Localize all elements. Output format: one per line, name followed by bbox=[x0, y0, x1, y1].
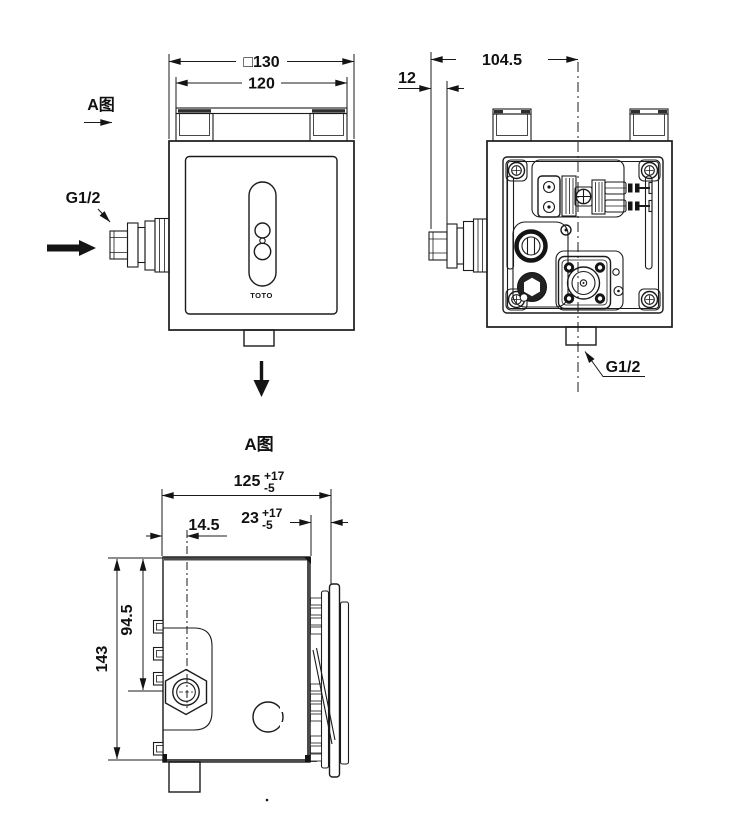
back-internals bbox=[505, 62, 661, 394]
sensor-led-dot bbox=[259, 237, 266, 244]
brand-logo: TOTO bbox=[250, 291, 273, 300]
side-wall-plates bbox=[310, 583, 350, 778]
side-outlet-tab bbox=[168, 761, 201, 793]
side-view-title: A图 bbox=[244, 435, 273, 454]
back-view: 104.5 12 bbox=[398, 52, 673, 394]
corner-screws bbox=[505, 159, 661, 311]
dim-outer-width-label: □130 bbox=[243, 54, 279, 71]
front-view: □130 120 A图 G1/2 bbox=[47, 54, 355, 397]
front-inlet-leader bbox=[97, 208, 111, 223]
front-flow-down-arrow bbox=[253, 361, 270, 397]
back-outlet-leader: G1/2 bbox=[584, 351, 645, 377]
lever-line-2 bbox=[315, 647, 336, 741]
adjust-screw bbox=[575, 188, 592, 205]
mount-screw-stacks bbox=[310, 597, 322, 762]
left-rail bbox=[506, 175, 515, 270]
front-sensor-capsule bbox=[248, 181, 277, 287]
dim-inlet-offset-label: 14.5 bbox=[188, 517, 219, 534]
dim-plate-label: 23 bbox=[241, 510, 259, 527]
back-inlet-fitting bbox=[428, 218, 488, 273]
side-inlet-hex bbox=[164, 668, 208, 716]
back-outlet-label: G1/2 bbox=[606, 359, 641, 376]
view-a-label: A图 bbox=[87, 96, 115, 114]
front-dimensions: □130 120 A图 G1/2 bbox=[47, 54, 355, 256]
front-mounting-tabs bbox=[175, 107, 348, 142]
front-inlet-fitting bbox=[109, 217, 170, 273]
dim-depth-tol-plus: +17 bbox=[264, 469, 285, 483]
dim-plate-tol-plus: +17 bbox=[262, 506, 283, 520]
dim-depth-label: 125 bbox=[234, 473, 261, 490]
dim-center-label: 104.5 bbox=[482, 52, 522, 69]
back-mounting-tabs bbox=[492, 108, 669, 142]
front-inlet-label: G1/2 bbox=[66, 190, 101, 207]
wire-connectors bbox=[604, 181, 653, 213]
front-housing: TOTO bbox=[168, 140, 355, 347]
side-edge-clips bbox=[152, 619, 164, 756]
inlet-pocket-outline bbox=[163, 627, 213, 731]
dim-height-label: 143 bbox=[94, 646, 111, 673]
dim-plate-tol-minus: -5 bbox=[262, 518, 273, 532]
sensor-window-upper bbox=[254, 222, 271, 239]
dim-inner-width-label: 120 bbox=[248, 76, 275, 93]
valve-body bbox=[512, 221, 572, 308]
dim-offset-label: 12 bbox=[398, 70, 416, 87]
dim-depth-tol-minus: -5 bbox=[264, 481, 275, 495]
right-rail bbox=[644, 175, 653, 270]
sensor-window-lower bbox=[253, 242, 272, 261]
filter-cap bbox=[514, 229, 548, 263]
back-dimensions: 104.5 12 bbox=[398, 52, 579, 229]
outlet-flange bbox=[555, 250, 624, 311]
side-view-a: A图 125 +17 -5 23 +17 -5 14.5 143 bbox=[94, 435, 350, 802]
front-panel bbox=[184, 155, 338, 315]
front-outlet-tab bbox=[243, 329, 275, 347]
side-housing bbox=[162, 556, 317, 802]
back-outlet-tab bbox=[565, 326, 597, 346]
lever-line bbox=[312, 649, 333, 745]
mount-bracket bbox=[537, 175, 561, 218]
inlet-flow-arrow-icon bbox=[47, 240, 96, 256]
access-hole bbox=[252, 701, 284, 733]
dim-inlet-height-label: 94.5 bbox=[119, 604, 136, 635]
